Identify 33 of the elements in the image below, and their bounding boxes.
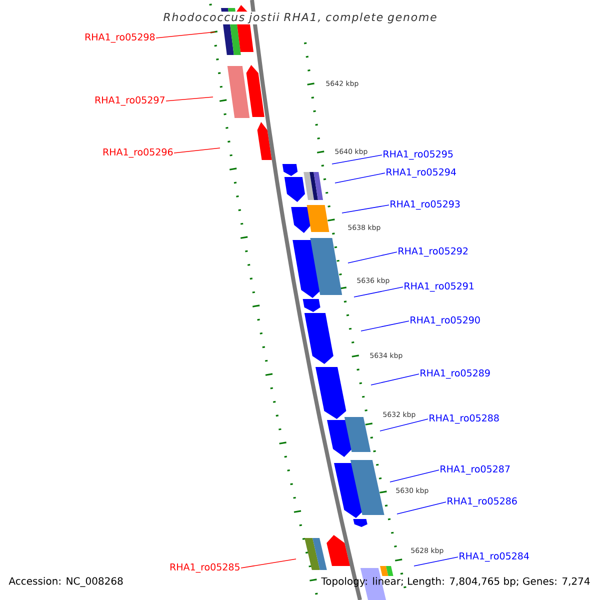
gene-label: RHA1_ro05298 xyxy=(85,33,155,43)
gene-label: RHA1_ro05292 xyxy=(398,247,468,257)
leader-line xyxy=(390,470,440,482)
leader-line xyxy=(240,558,296,568)
gene-label: RHA1_ro05286 xyxy=(448,497,517,507)
leader-line xyxy=(396,502,446,514)
gene-label: RHA1_ro05293 xyxy=(390,200,460,210)
gene-label: RHA1_ro05290 xyxy=(410,316,480,326)
gene-label: RHA1_ro05291 xyxy=(404,282,474,292)
leader-line xyxy=(334,172,386,184)
leader-line xyxy=(332,154,382,164)
gene-label: RHA1_ro05294 xyxy=(386,168,456,178)
leader-line xyxy=(380,418,428,432)
gene-label: RHA1_ro05296 xyxy=(103,148,173,158)
leader-line xyxy=(348,252,398,264)
leader-line xyxy=(174,148,220,154)
gene-label: RHA1_ro05288 xyxy=(430,414,499,424)
leader-line xyxy=(354,286,404,298)
gene-label: RHA1_ro05287 xyxy=(440,465,510,475)
title: Rhodococcus jostii RHA1, complete genome xyxy=(162,12,438,24)
summary-text: Topology: linear; Length: 7,804,765 bp; Genes: 7,274 xyxy=(321,577,590,587)
leader-line xyxy=(360,320,410,332)
gene-label: RHA1_ro05284 xyxy=(460,552,529,562)
gene-label: RHA1_ro05297 xyxy=(95,96,164,106)
leader-line xyxy=(166,96,214,102)
gene-label: RHA1_ro05289 xyxy=(420,369,490,379)
leader-line xyxy=(370,374,420,386)
gene-label: RHA1_ro05285 xyxy=(170,563,240,573)
leader-line xyxy=(342,204,390,214)
gene-label: RHA1_ro05295 xyxy=(384,150,453,160)
leader-line xyxy=(156,32,216,38)
accession-text: Accession: NC_008268 xyxy=(8,577,123,587)
leader-line xyxy=(414,556,458,566)
